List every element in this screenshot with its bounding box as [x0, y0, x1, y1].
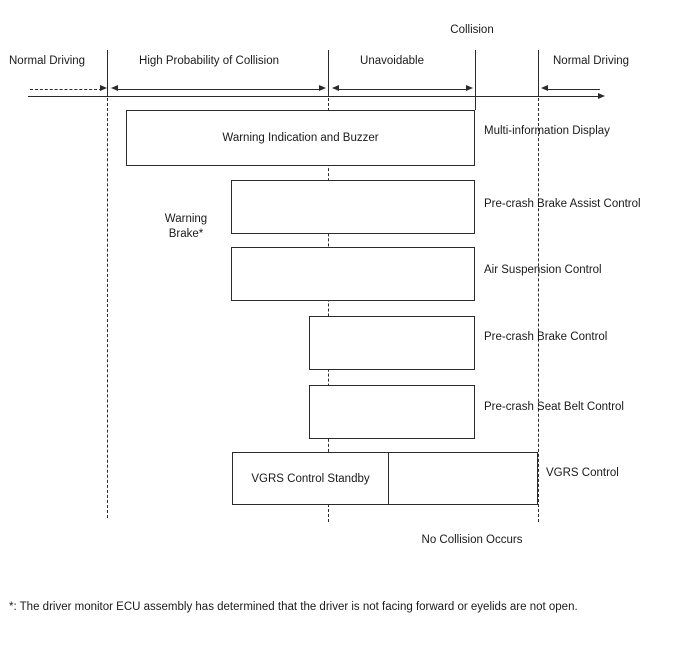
span-arrow-normal-right-head — [541, 85, 548, 92]
collision-line-lower — [475, 96, 476, 110]
bar-pre-crash-brake-control — [309, 316, 475, 370]
guide-line-boundary-1 — [107, 98, 108, 518]
bar-multi-information-display: Warning Indication and Buzzer — [126, 110, 475, 166]
bar-air-suspension-control — [231, 247, 475, 301]
side-label-vgrs-control: VGRS Control — [546, 467, 619, 479]
span-arrow-unavoidable-head-left — [332, 85, 339, 92]
collision-line-solid — [475, 50, 476, 96]
warning-brake-caption-line1: Warning — [164, 213, 208, 225]
side-label-pre-crash-brake-assist-control: Pre-crash Brake Assist Control — [484, 198, 641, 210]
bar-pre-crash-brake-assist-control — [231, 180, 475, 234]
phase-boundary-4-solid — [538, 50, 539, 96]
span-arrow-high-prob-head-right — [319, 85, 326, 92]
bar-vgrs-control: VGRS Control Standby — [232, 452, 538, 505]
timeline-axis-arrowhead — [598, 92, 605, 99]
span-arrow-normal-left-head — [100, 85, 107, 92]
guide-line-boundary-4 — [538, 98, 539, 522]
bar-pre-crash-seat-belt-control — [309, 385, 475, 439]
warning-brake-caption: Warning Brake* — [165, 212, 207, 242]
vgrs-box-divider — [388, 453, 389, 504]
side-label-multi-information-display: Multi-information Display — [484, 125, 610, 137]
side-label-air-suspension-control: Air Suspension Control — [484, 264, 602, 276]
phase-label-normal-driving-right: Normal Driving — [553, 55, 630, 67]
timeline-axis — [28, 96, 600, 97]
side-label-pre-crash-brake-control: Pre-crash Brake Control — [484, 331, 608, 343]
span-arrow-normal-right-line — [546, 89, 600, 90]
bar-label-vgrs-control-standby: VGRS Control Standby — [251, 472, 370, 485]
guide-line-boundary-2 — [328, 98, 329, 522]
phase-boundary-2-solid — [328, 50, 329, 96]
warning-brake-caption-line2: Brake* — [168, 228, 204, 240]
side-label-pre-crash-seat-belt-control: Pre-crash Seat Belt Control — [484, 401, 624, 413]
bar-label-multi-information-display: Warning Indication and Buzzer — [222, 132, 379, 144]
collision-marker-label: Collision — [450, 24, 494, 36]
footnote-text: *: The driver monitor ECU assembly has d… — [9, 601, 578, 613]
no-collision-caption: No Collision Occurs — [421, 534, 523, 546]
phase-label-normal-driving-left: Normal Driving — [9, 55, 86, 67]
span-arrow-normal-left-line — [30, 89, 102, 90]
span-arrow-high-prob-head-left — [111, 85, 118, 92]
span-arrow-unavoidable-line — [337, 89, 467, 90]
phase-label-unavoidable: Unavoidable — [360, 55, 424, 67]
phase-label-high-probability: High Probability of Collision — [139, 55, 279, 67]
span-arrow-high-prob-line — [116, 89, 320, 90]
phase-boundary-1-solid — [107, 50, 108, 96]
span-arrow-unavoidable-head-right — [466, 85, 473, 92]
